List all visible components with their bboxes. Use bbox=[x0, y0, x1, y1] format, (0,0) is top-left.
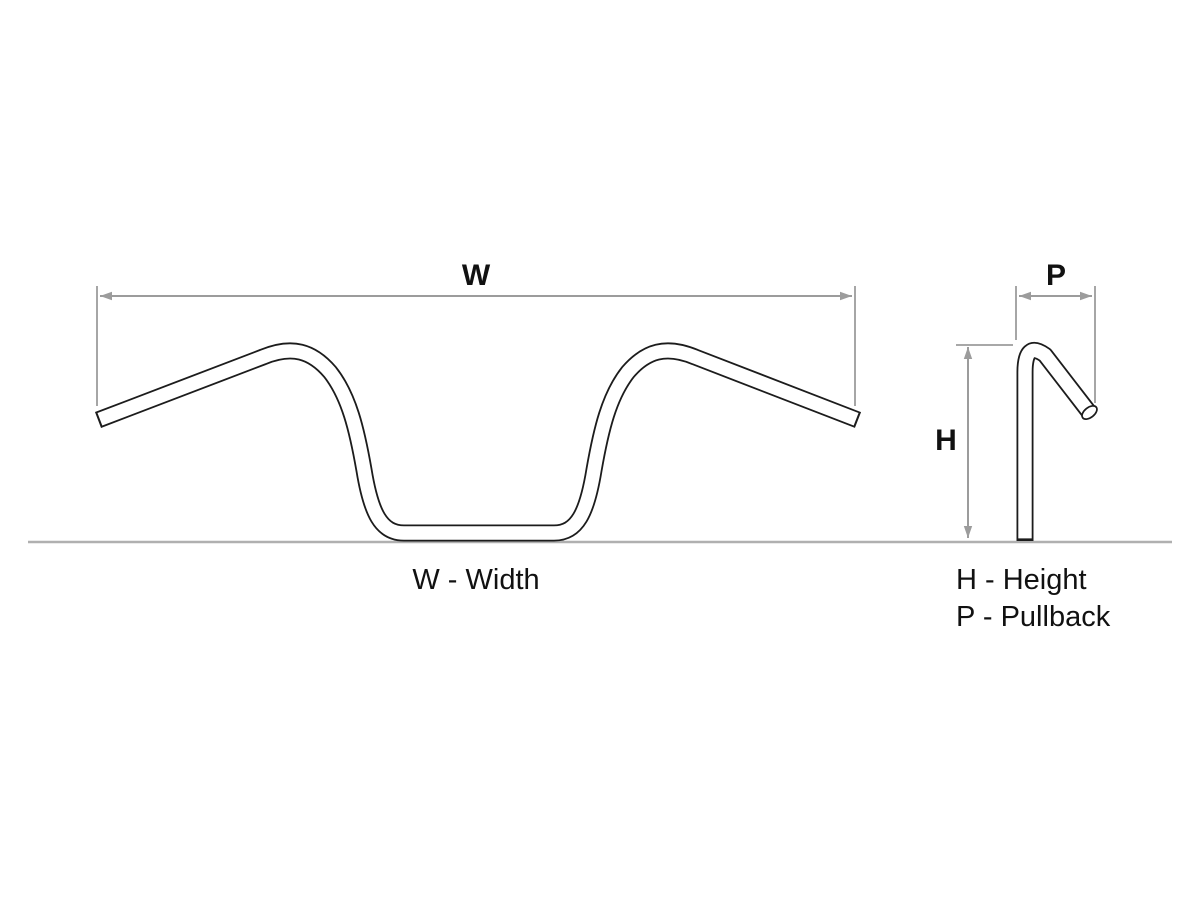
height-dimension: H bbox=[935, 344, 1013, 538]
legend-width-label: W - Width bbox=[412, 564, 539, 596]
handlebar-side-tube-fill bbox=[1018, 343, 1093, 539]
legend-pullback-label: P - Pullback bbox=[956, 601, 1111, 633]
handlebar-front-view bbox=[94, 342, 862, 542]
height-dimension-label: H bbox=[935, 424, 957, 457]
legend: W - Width H - Height P - Pullback bbox=[412, 564, 1110, 633]
width-dimension-label: W bbox=[462, 259, 491, 292]
pullback-dimension: P bbox=[1015, 259, 1096, 403]
handlebar-side-view bbox=[1016, 342, 1098, 541]
handlebar-side-tube-open-end bbox=[1081, 405, 1098, 420]
width-dimension: W bbox=[96, 259, 856, 406]
handlebar-front-tube-fill bbox=[97, 344, 859, 540]
legend-height-label: H - Height bbox=[956, 564, 1087, 596]
pullback-dimension-label: P bbox=[1046, 259, 1066, 292]
